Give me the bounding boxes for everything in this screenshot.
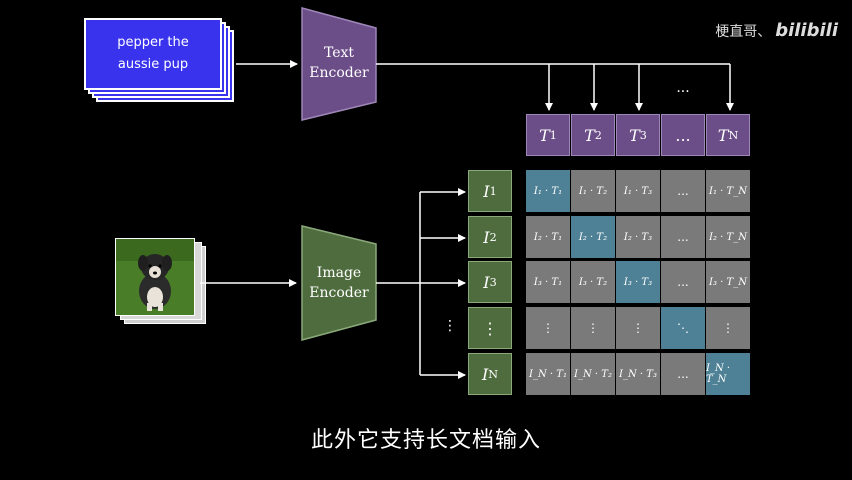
image-token-sub: N <box>488 367 499 381</box>
matrix-cell-r3-c2: I₃ · T₂ <box>571 261 615 303</box>
matrix-cell-r1-c5: I₁ · T_N <box>706 170 750 212</box>
subtitle: 此外它支持长文档输入 <box>310 428 541 453</box>
image-token-base: ⋮ <box>482 318 498 338</box>
matrix-cell-r2-c1: I₂ · T₁ <box>526 216 570 258</box>
text-token-sub: N <box>728 128 739 142</box>
text-token-base: ... <box>675 125 691 145</box>
matrix-cell-r5-c4: ... <box>661 353 705 395</box>
image-token-base: I <box>483 181 490 201</box>
matrix-cell-r3-c3: I₃ · T₃ <box>616 261 660 303</box>
matrix-cell-r1-c4: ... <box>661 170 705 212</box>
bilibili-logo: bilibili <box>775 20 838 41</box>
matrix-cell-r3-c1: I₃ · T₁ <box>526 261 570 303</box>
watermark: 梗直哥、bilibili <box>715 20 838 41</box>
matrix-cell-r4-c3: ⋮ <box>616 307 660 349</box>
image-token-4: ⋮ <box>468 307 512 349</box>
matrix-cell-r1-c1: I₁ · T₁ <box>526 170 570 212</box>
matrix-cell-r4-c1: ⋮ <box>526 307 570 349</box>
text-card-front <box>84 18 222 90</box>
text-token-base: T <box>717 125 729 145</box>
matrix-cell-r4-c2: ⋮ <box>571 307 615 349</box>
image-token-sub: 3 <box>489 275 497 289</box>
matrix-cell-r2-c3: I₂ · T₃ <box>616 216 660 258</box>
text-token-base: T <box>584 125 595 145</box>
matrix-cell-r4-c4: ⋱ <box>661 307 705 349</box>
text-encoder-label: Text Encoder <box>309 45 369 81</box>
image-token-base: I <box>483 272 490 292</box>
text-input-caption: pepper the aussie pup <box>117 35 189 72</box>
matrix-cell-r1-c3: I₁ · T₃ <box>616 170 660 212</box>
image-token-sub: 1 <box>489 184 497 198</box>
image-token-base: I <box>483 227 490 247</box>
top-arrows-ellipsis: ... <box>676 80 690 96</box>
matrix-cell-r2-c5: I₂ · T_N <box>706 216 750 258</box>
matrix-cell-r5-c3: I_N · T₃ <box>616 353 660 395</box>
text-token-sub: 2 <box>594 128 602 142</box>
matrix-cell-r2-c4: ... <box>661 216 705 258</box>
text-token-base: T <box>629 125 640 145</box>
matrix-cell-r5-c5: I_N · T_N <box>706 353 750 395</box>
matrix-cell-r4-c5: ⋮ <box>706 307 750 349</box>
matrix-cell-r3-c5: I₃ · T_N <box>706 261 750 303</box>
text-token-sub: 1 <box>549 128 557 142</box>
text-encoder-shape <box>301 7 377 121</box>
watermark-author: 梗直哥、 <box>715 24 772 40</box>
image-encoder-shape <box>301 225 377 341</box>
text-token-4: ... <box>661 114 705 156</box>
matrix-cell-r3-c4: ... <box>661 261 705 303</box>
matrix-cell-r5-c2: I_N · T₂ <box>571 353 615 395</box>
text-token-base: T <box>539 125 550 145</box>
text-token-sub: 3 <box>639 128 647 142</box>
puppy-icon <box>116 239 194 315</box>
matrix-cell-r5-c1: I_N · T₁ <box>526 353 570 395</box>
matrix-cell-r1-c2: I₁ · T₂ <box>571 170 615 212</box>
image-token-base: I <box>481 364 489 384</box>
left-vdots: ⋮ <box>443 318 457 334</box>
image-token-sub: 2 <box>489 230 497 244</box>
image-encoder-label: Image Encoder <box>309 265 369 301</box>
matrix-cell-r2-c2: I₂ · T₂ <box>571 216 615 258</box>
puppy-photo <box>115 238 195 316</box>
